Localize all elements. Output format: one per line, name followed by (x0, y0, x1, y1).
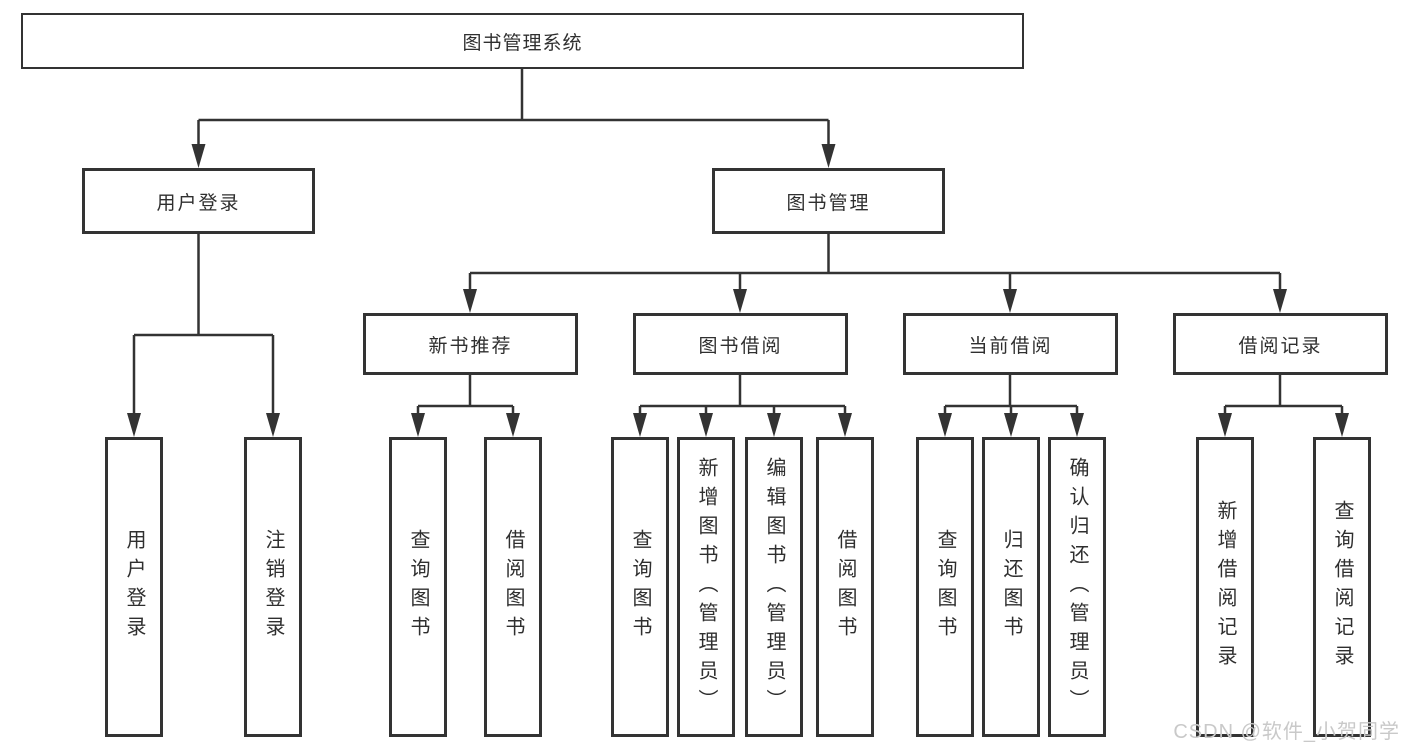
node-borrow-records: 借阅记录 (1173, 313, 1388, 375)
node-leaf-return-books: 归还图书 (982, 437, 1040, 737)
node-current-borrow: 当前借阅 (903, 313, 1118, 375)
node-leaf-query-borrow-record: 查询借阅记录 (1313, 437, 1371, 737)
node-leaf-add-borrow-record: 新增借阅记录 (1196, 437, 1254, 737)
node-leaf-recommend-borrow-books: 借阅图书 (484, 437, 542, 737)
node-leaf-edit-books-admin: 编辑图书（管理员） (745, 437, 803, 737)
node-leaf-borrow-books: 借阅图书 (816, 437, 874, 737)
node-leaf-recommend-query-books: 查询图书 (389, 437, 447, 737)
node-leaf-user-login: 用户登录 (105, 437, 163, 737)
node-leaf-add-books-admin: 新增图书（管理员） (677, 437, 735, 737)
node-leaf-current-query-books: 查询图书 (916, 437, 974, 737)
node-book-borrow: 图书借阅 (633, 313, 848, 375)
arrowheads (127, 144, 1349, 437)
node-leaf-borrow-query-books: 查询图书 (611, 437, 669, 737)
node-root-system: 图书管理系统 (21, 13, 1024, 69)
node-user-login-branch: 用户登录 (82, 168, 315, 234)
node-leaf-confirm-return-admin: 确认归还（管理员） (1048, 437, 1106, 737)
csdn-watermark: CSDN @软件_小贺同学 (1173, 721, 1400, 743)
node-new-book-recommend: 新书推荐 (363, 313, 578, 375)
node-book-management-branch: 图书管理 (712, 168, 945, 234)
node-leaf-logout: 注销登录 (244, 437, 302, 737)
